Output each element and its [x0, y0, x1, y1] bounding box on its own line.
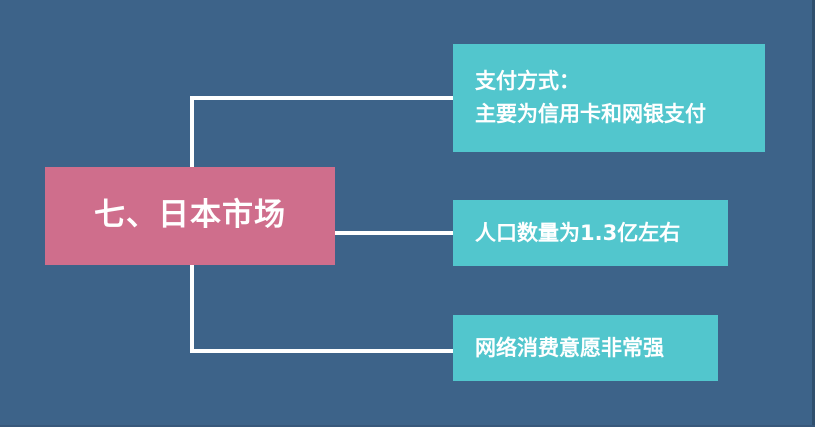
connector-branch-3-horizontal: [190, 349, 455, 353]
connector-branch-1-horizontal: [190, 96, 455, 100]
slide-right-edge: [812, 0, 815, 427]
branch-node-2-line-1: 人口数量为1.3亿左右: [475, 220, 681, 245]
root-node[interactable]: 七、日本市场: [45, 167, 335, 265]
branch-node-1-line-1: 支付方式：: [475, 69, 580, 94]
branch-node-1[interactable]: 支付方式： 主要为信用卡和网银支付: [453, 44, 765, 152]
branch-node-2[interactable]: 人口数量为1.3亿左右: [453, 200, 728, 266]
branch-node-3-line-1: 网络消费意愿非常强: [475, 335, 664, 360]
branch-node-1-line-2: 主要为信用卡和网银支付: [475, 102, 706, 126]
slide-bottom-edge: [0, 425, 815, 427]
root-node-label: 七、日本市场: [94, 197, 286, 234]
connector-branch-2-horizontal: [334, 231, 455, 235]
branch-node-3[interactable]: 网络消费意愿非常强: [453, 315, 718, 381]
